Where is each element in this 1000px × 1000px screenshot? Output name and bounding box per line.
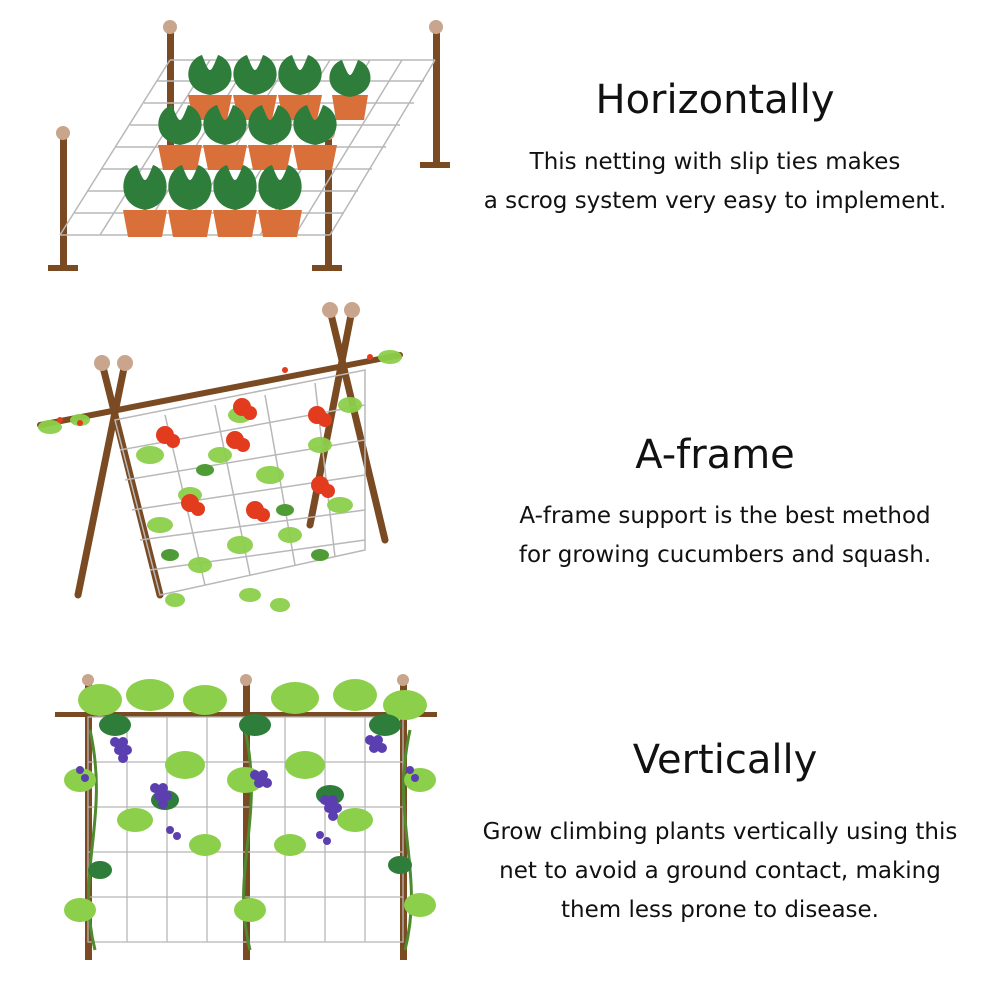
section-description: Grow climbing plants vertically using th… xyxy=(482,819,958,923)
section-a-frame: A-frame A-frame support is the best meth… xyxy=(0,290,1000,630)
section-heading: Vertically xyxy=(632,737,818,783)
section-horizontal: Horizontally This netting with slip ties… xyxy=(0,0,1000,300)
vertical-trellis-illustration xyxy=(55,674,437,960)
section-description: This netting with slip ties makes a scro… xyxy=(483,149,947,214)
section-heading: A-frame xyxy=(635,432,795,478)
a-frame-trellis-illustration xyxy=(37,302,403,612)
section-heading: Horizontally xyxy=(595,77,835,123)
horizontal-trellis-illustration xyxy=(48,20,450,271)
section-description: A-frame support is the best method for g… xyxy=(518,503,932,568)
section-vertical: Vertically Grow climbing plants vertical… xyxy=(0,660,1000,1000)
